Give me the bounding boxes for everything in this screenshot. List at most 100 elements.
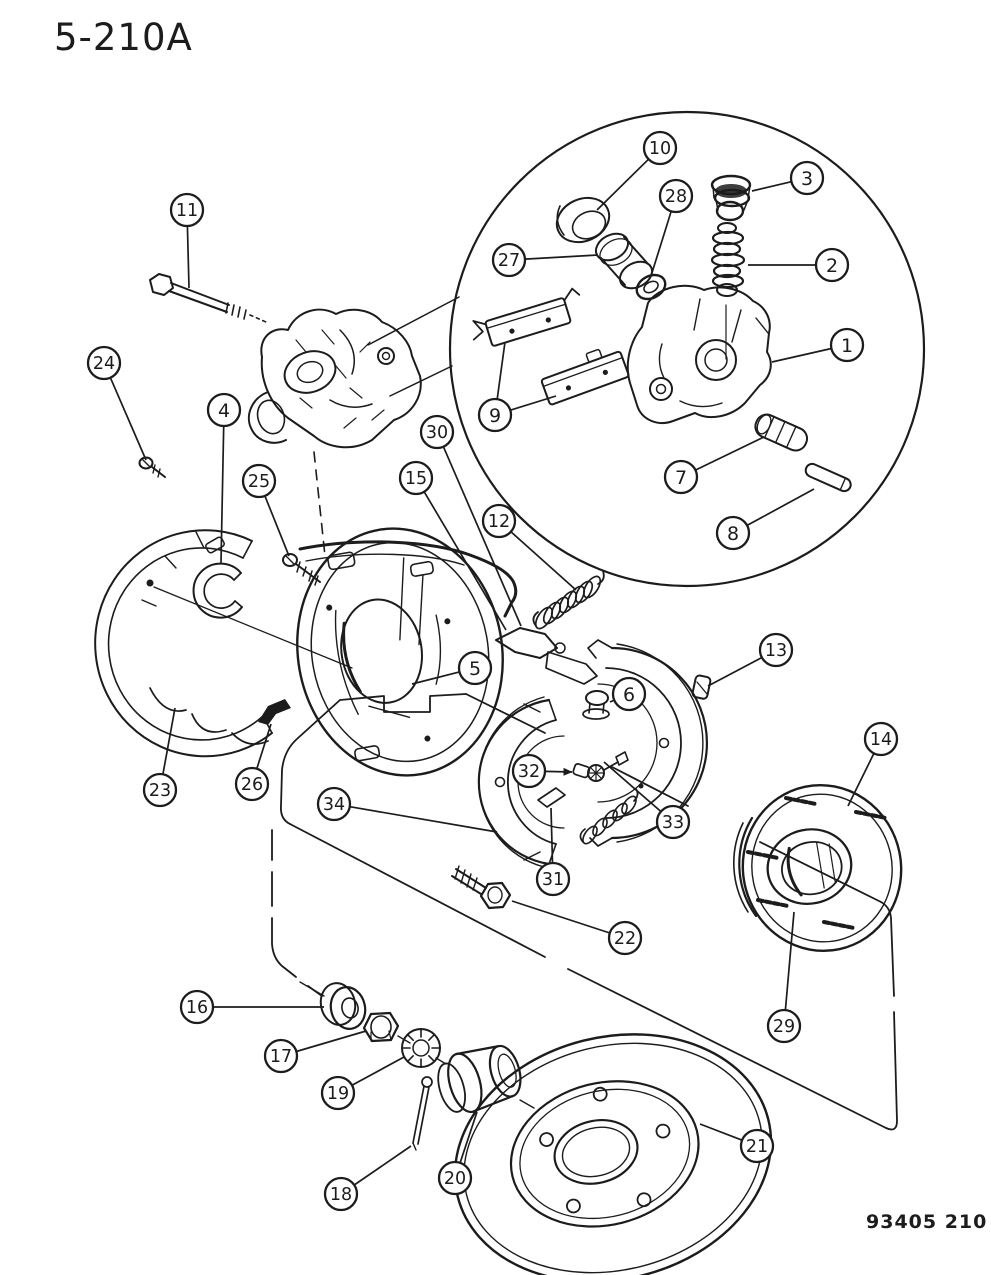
callout-34-number: 34 <box>323 795 345 815</box>
callout-29 <box>766 1008 802 1044</box>
callout-24 <box>86 345 122 381</box>
spindle-nut <box>362 1011 400 1043</box>
callout-22-leader <box>511 900 611 934</box>
callout-19-leader <box>351 1056 405 1087</box>
callout-18 <box>323 1176 359 1212</box>
callout-3 <box>789 160 825 196</box>
callout-5-number: 5 <box>469 658 481 680</box>
piston-boot <box>555 196 611 244</box>
callout-1-number: 1 <box>841 335 853 357</box>
callout-19 <box>320 1075 356 1111</box>
callout-27 <box>491 242 527 278</box>
callout-5 <box>457 650 493 686</box>
callout-11 <box>169 192 205 228</box>
callout-18-number: 18 <box>330 1185 352 1205</box>
shoe-anchor-bolt <box>451 865 512 910</box>
backing-plate <box>280 527 518 825</box>
callout-31-number: 31 <box>542 870 564 890</box>
callout-6 <box>611 676 647 712</box>
callout-11-number: 11 <box>176 201 198 221</box>
callout-29-leader <box>784 911 795 1011</box>
callout-3-number: 3 <box>801 168 813 190</box>
callout-30-number: 30 <box>426 423 448 443</box>
callout-layer: 1234567891011121314151617181920212223242… <box>86 130 899 1212</box>
callout-25-leader <box>264 495 290 557</box>
nut-lock <box>401 1028 441 1068</box>
brake-pads <box>472 287 630 406</box>
callout-32 <box>511 753 547 789</box>
callout-6-number: 6 <box>623 684 635 706</box>
callout-9-leader <box>496 341 506 400</box>
callout-7 <box>663 459 699 495</box>
callout-13 <box>758 632 794 668</box>
brake-shoe-front <box>477 696 565 868</box>
callout-8-number: 8 <box>727 523 739 545</box>
callout-4-number: 4 <box>218 400 230 422</box>
callout-10-leader <box>596 158 650 211</box>
callout-13-number: 13 <box>765 641 787 661</box>
callout-20-number: 20 <box>444 1169 466 1189</box>
callout-5-leader <box>411 671 460 685</box>
callout-19-number: 19 <box>327 1084 349 1104</box>
callout-1 <box>829 327 865 363</box>
caliper-guide-pin <box>804 462 852 493</box>
cotter-pin <box>412 1076 433 1151</box>
callout-17 <box>263 1038 299 1074</box>
piston-seal <box>635 273 667 301</box>
callout-21-leader <box>699 1123 743 1141</box>
callout-15-leader <box>423 491 507 631</box>
callout-16-number: 16 <box>186 998 208 1018</box>
callout-15-number: 15 <box>405 469 427 489</box>
callout-14-number: 14 <box>870 730 892 750</box>
callout-25-number: 25 <box>248 472 270 492</box>
thrust-washer <box>319 982 367 1030</box>
callout-10-number: 10 <box>649 139 671 159</box>
callout-26 <box>234 766 270 802</box>
callout-31-leader <box>550 807 554 864</box>
callout-17-number: 17 <box>270 1047 292 1067</box>
rotor <box>453 1033 773 1275</box>
callout-33 <box>655 804 691 840</box>
callout-20-leader <box>459 1111 478 1164</box>
shoe-pivot-pin <box>582 690 610 720</box>
callout-4-leader <box>220 425 225 564</box>
callout-34 <box>316 786 352 822</box>
callout-10 <box>642 130 678 166</box>
adjuster-assembly <box>572 751 629 782</box>
callout-28-number: 28 <box>665 187 687 207</box>
callout-33-number: 33 <box>662 813 684 833</box>
adjuster-spring <box>579 788 639 845</box>
shoe-clip <box>258 699 291 725</box>
drawing-number: 5-210A <box>54 16 193 59</box>
anchor-screw <box>282 553 321 586</box>
guide-pin-bushing <box>710 222 746 297</box>
callout-21 <box>739 1128 775 1164</box>
callout-26-leader <box>255 723 272 769</box>
guide-pin-sleeve <box>754 413 809 452</box>
axis-line-caliper <box>313 451 326 557</box>
caliper-assembly <box>247 308 422 449</box>
hub-and-bearing <box>733 783 903 953</box>
callout-22 <box>607 920 643 956</box>
callout-13-leader <box>707 656 763 687</box>
construction-lines <box>271 693 898 1131</box>
callout-20 <box>437 1160 473 1196</box>
callout-28 <box>658 178 694 214</box>
callout-2 <box>814 247 850 283</box>
callout-24-number: 24 <box>93 354 115 374</box>
callout-4 <box>206 392 242 428</box>
callout-25 <box>241 463 277 499</box>
wheel-studs <box>746 796 888 930</box>
callout-32-leader <box>544 767 573 776</box>
callout-1-leader <box>771 347 832 363</box>
callout-3-leader <box>751 180 792 192</box>
callout-7-number: 7 <box>675 467 687 489</box>
callout-26-number: 26 <box>241 775 263 795</box>
callout-9-number: 9 <box>489 405 501 427</box>
callout-23 <box>142 772 178 808</box>
shield-screw <box>138 456 166 478</box>
callout-15 <box>398 460 434 496</box>
adjuster-strut <box>537 787 566 808</box>
